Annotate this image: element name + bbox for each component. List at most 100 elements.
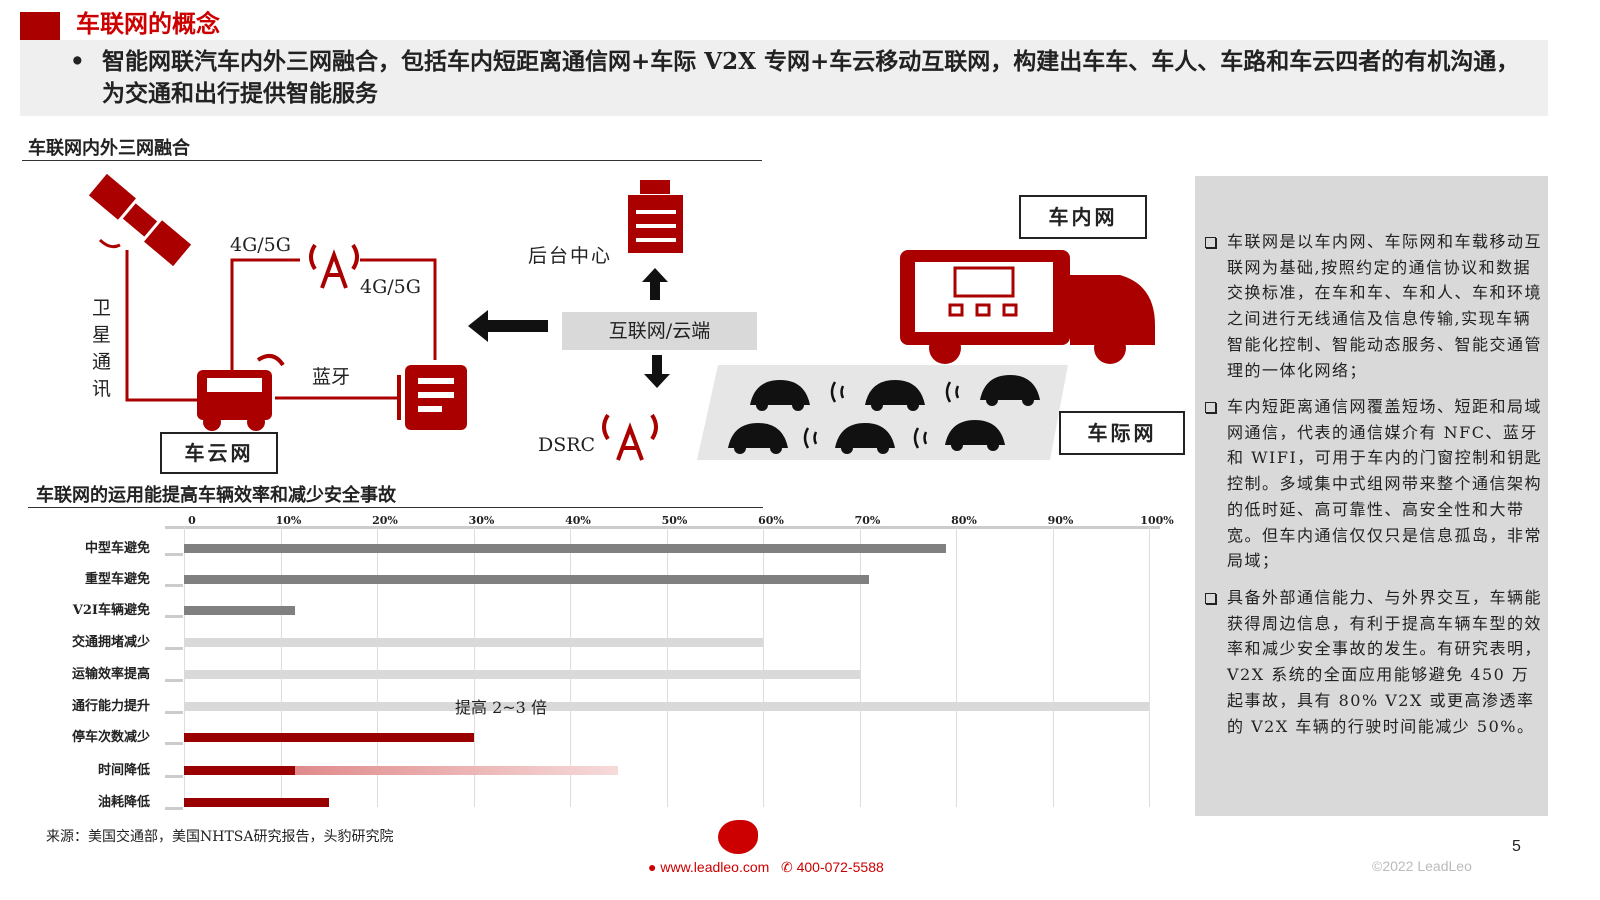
gridline (763, 527, 764, 807)
dsrc-tower-icon (602, 413, 658, 461)
leadleo-logo (718, 820, 758, 854)
description-paragraph: 车内短距离通信网覆盖短场、短距和局域网通信，代表的通信媒介有 NFC、蓝牙和 W… (1205, 394, 1545, 574)
dsrc-label: DSRC (538, 434, 596, 456)
x-tick-label: 0 (188, 514, 196, 527)
category-tick (165, 711, 183, 714)
v2v-net-label: 车际网 (1059, 411, 1185, 455)
gridline (184, 527, 185, 807)
description-panel (1195, 176, 1548, 816)
server-icon (628, 180, 683, 253)
category-tick (165, 679, 183, 682)
x-tick-label: 80% (951, 514, 977, 527)
car-icon (728, 423, 788, 454)
category-tick (165, 647, 183, 650)
gridline (1052, 527, 1054, 807)
summary-banner (20, 40, 1548, 116)
checkbox-bullet-icon (1205, 402, 1216, 413)
satellite-icon (88, 173, 192, 267)
bar (184, 670, 860, 679)
diagram-section-title: 车联网内外三网融合 (22, 134, 762, 161)
category-label: 油耗降低 (97, 795, 150, 810)
category-tick (165, 807, 183, 810)
website-link[interactable]: www.leadleo.com (660, 859, 770, 875)
x-tick-label: 40% (565, 514, 591, 527)
bluetooth-label: 蓝牙 (312, 366, 351, 388)
x-tick-label: 50% (661, 514, 688, 527)
checkbox-bullet-icon (1205, 593, 1216, 604)
gridline (666, 527, 668, 807)
gridline (570, 527, 571, 807)
range-bar (294, 766, 619, 775)
x-tick-label: 20% (372, 514, 398, 527)
summary-text: 智能网联汽车内外三网融合，包括车内短距离通信网+车际 V2X 专网+车云移动互联… (102, 48, 1520, 107)
network-diagram (88, 173, 1155, 461)
x-axis (165, 526, 1160, 529)
bar (184, 798, 329, 807)
gridline (956, 527, 957, 807)
arrow-left-icon (468, 310, 548, 342)
car-icon (750, 380, 810, 411)
category-label: 通行能力提升 (71, 699, 150, 714)
x-tick-label: 30% (468, 514, 495, 527)
category-tick (165, 584, 183, 587)
cellular-label-2: 4G/5G (360, 276, 421, 298)
gridline (859, 527, 861, 807)
summary-bullet: •智能网联汽车内外三网融合，包括车内短距离通信网+车际 V2X 专网+车云移动互… (70, 46, 1540, 110)
arrow-up-icon (642, 268, 668, 300)
category-tick (165, 553, 183, 556)
gridline (280, 527, 282, 807)
category-label: 停车次数减少 (71, 730, 150, 745)
source-note: 来源：美国交通部，美国NHTSA研究报告，头豹研究院 (46, 829, 394, 845)
gridline (377, 527, 378, 807)
bar (184, 733, 474, 742)
contact-info: ● www.leadleo.com ✆ 400-072-5588 (648, 859, 884, 876)
category-label: 交通拥堵减少 (71, 635, 150, 650)
bar-annotation: 提高 2~3 倍 (455, 698, 547, 717)
cell-tower-icon (309, 243, 359, 289)
car-cloud-icon (197, 354, 285, 431)
bar (184, 702, 1149, 711)
page-number: 5 (1512, 838, 1521, 855)
category-tick (165, 775, 183, 778)
checkbox-bullet-icon (1205, 237, 1216, 248)
leopard-logo-icon (718, 820, 758, 854)
x-tick-label: 100% (1140, 514, 1174, 527)
globe-icon: ● (648, 859, 657, 875)
x-tick-label: 10% (275, 514, 302, 527)
car-icon (865, 380, 925, 411)
car-cloud-net-label: 车云网 (160, 432, 278, 474)
car-icon (945, 420, 1005, 451)
cellular-link (230, 258, 437, 370)
internet-cloud-label: 互联网/云端 (562, 312, 757, 350)
in-car-net-label: 车内网 (1019, 195, 1147, 239)
category-label: 重型车避免 (84, 572, 150, 587)
page-title: 车联网的概念 (76, 9, 220, 38)
cellular-label-1: 4G/5G (230, 234, 291, 256)
category-tick (165, 742, 183, 745)
description-paragraph: 车联网是以车内网、车际网和车载移动互联网为基础,按照约定的通信协议和数据交换标准… (1205, 229, 1545, 383)
chart-title: 车联网的运用能提高车辆效率和减少安全事故 (28, 481, 763, 508)
bar (184, 544, 947, 553)
truck-icon (900, 250, 1155, 364)
category-label: V2I车辆避免 (72, 603, 150, 618)
category-label: 运输效率提高 (71, 667, 150, 682)
description-paragraph: 具备外部通信能力、与外界交互，车辆能获得周边信息，有利于提高车辆车型的效率和减少… (1205, 585, 1545, 739)
device-icon (397, 365, 467, 430)
satellite-link (125, 250, 200, 402)
bar (184, 606, 295, 615)
backend-label: 后台中心 (528, 245, 613, 267)
signal-icons (803, 381, 960, 449)
category-label: 时间降低 (97, 763, 150, 778)
vehicle-icons (728, 375, 1040, 454)
copyright: ©2022 LeadLeo (1372, 858, 1472, 874)
x-tick-label: 60% (758, 514, 784, 527)
category-tick (165, 615, 183, 618)
bar (184, 766, 295, 775)
x-tick-label: 90% (1047, 514, 1074, 527)
phone-icon: ✆ (780, 859, 793, 875)
x-tick-label: 70% (854, 514, 881, 527)
car-icon (980, 375, 1040, 406)
bar (184, 575, 870, 584)
category-label: 中型车避免 (84, 541, 150, 556)
bar (184, 638, 763, 647)
